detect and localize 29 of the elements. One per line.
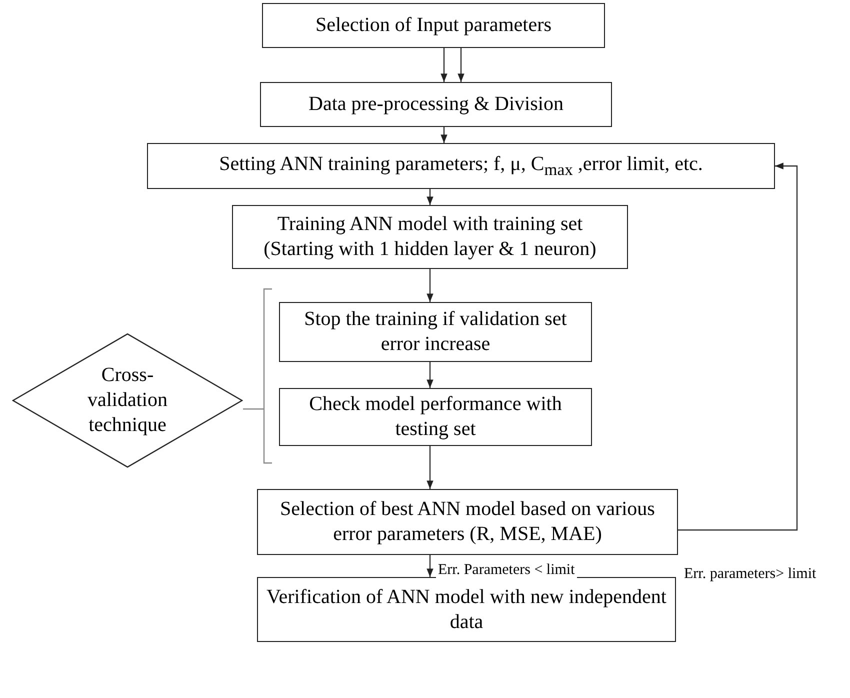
decision-diamond [12,333,243,468]
edge-label: Err. Parameters < limit [436,562,577,578]
process-box [260,82,612,127]
arrow [458,48,464,82]
process-box [257,489,678,555]
process-box [279,388,592,446]
arrow [426,555,434,577]
node-text: Verification of ANN model with new independent data [266,584,668,634]
process-box [147,143,775,189]
node-text: Setting ANN training parameters; f, μ, C$_{max}$ ,error limit, etc. [219,152,703,180]
arrow [678,162,798,531]
arrow [440,127,448,143]
node-text: Stop the training if validation set error increase [303,307,568,357]
node-text: Training ANN model with training set (Starting with 1 hidden layer & 1 neuron) [262,212,598,262]
process-box [232,205,628,269]
node-text: Cross-validation technique [86,363,168,438]
process-box [262,3,605,48]
node-text: Check model performance with testing set [308,392,563,442]
edge-label: Err. parameters> limit [682,566,818,582]
node-text: Data pre-processing & Division [308,92,564,117]
arrow [426,362,434,388]
arrow [426,269,434,302]
process-box [279,302,592,362]
arrow [440,48,448,82]
process-box [257,577,676,642]
node-text: Selection of best ANN model based on various error parameters (R, MSE, MAE) [279,497,656,547]
node-text: Selection of Input parameters [315,13,552,38]
arrow [426,189,434,205]
arrow [426,446,434,489]
